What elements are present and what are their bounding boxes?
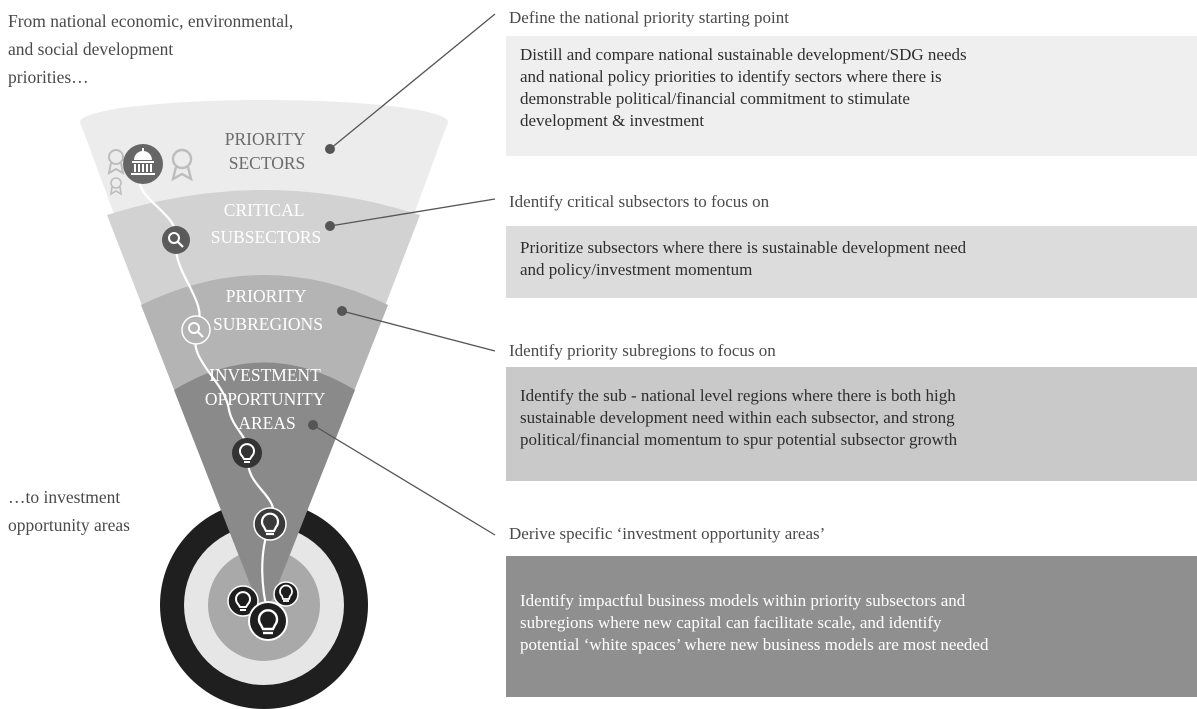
step-line: political/financial momentum to spur pot… xyxy=(520,430,958,449)
intro-line: From national economic, environmental, xyxy=(8,11,294,31)
connector-dot xyxy=(325,221,335,231)
intro-caption: From national economic, environmental, a… xyxy=(8,7,293,91)
connector-line xyxy=(329,13,496,150)
connector-line xyxy=(312,424,496,536)
label-line: SECTORS xyxy=(229,153,306,173)
funnel-level-top-rim xyxy=(80,100,448,144)
lightbulb-icon xyxy=(273,581,299,607)
step-line: sustainable development need within each… xyxy=(520,408,955,427)
level-label-priority-sectors: PRIORITY SECTORS xyxy=(225,129,309,173)
level-label-investment-areas: INVESTMENT OPPORTUNITY AREAS xyxy=(205,365,329,433)
outro-caption: …to investment opportunity areas xyxy=(8,483,130,539)
connector-dot xyxy=(308,420,318,430)
step-line: demonstrable political/financial commitm… xyxy=(520,89,910,108)
label-line: SUBSECTORS xyxy=(211,227,322,247)
step-line: potential ‘white spaces’ where new busin… xyxy=(520,635,989,654)
award-ribbon-icon xyxy=(109,177,123,196)
step-line: development & investment xyxy=(520,111,705,130)
award-ribbon-icon xyxy=(171,148,193,182)
step-2-box: Prioritize subsectors where there is sus… xyxy=(506,226,1197,298)
step-2-title: Identify critical subsectors to focus on xyxy=(509,192,770,211)
lightbulb-icon xyxy=(253,507,287,541)
level-label-priority-subregions: PRIORITY SUBREGIONS xyxy=(213,286,323,334)
lightbulb-icon xyxy=(248,601,288,641)
connector-dot xyxy=(325,144,335,154)
label-line: SUBREGIONS xyxy=(213,314,323,334)
lightbulb-icon xyxy=(232,438,262,468)
step-line: and national policy priorities to identi… xyxy=(520,67,942,86)
label-line: AREAS xyxy=(238,413,295,433)
connector-dot xyxy=(337,306,347,316)
lightbulb-icon xyxy=(227,585,259,617)
outro-line: opportunity areas xyxy=(8,515,130,535)
step-4-title: Derive specific ‘investment opportunity … xyxy=(509,524,826,543)
label-line: PRIORITY xyxy=(225,129,306,149)
label-line: OPPORTUNITY xyxy=(205,389,326,409)
step-line: and policy/investment momentum xyxy=(520,260,753,279)
award-ribbon-icon xyxy=(107,149,125,175)
step-line: Prioritize subsectors where there is sus… xyxy=(520,238,967,257)
step-line: Distill and compare national sustainable… xyxy=(520,45,967,64)
step-line: Identify the sub - national level region… xyxy=(520,386,956,405)
level-label-critical-subsectors: CRITICAL SUBSECTORS xyxy=(211,200,322,247)
step-1-box: Distill and compare national sustainable… xyxy=(506,36,1197,156)
label-line: PRIORITY xyxy=(226,286,307,306)
intro-line: priorities… xyxy=(8,67,89,87)
magnifier-icon xyxy=(181,315,211,345)
connector-line xyxy=(329,198,496,227)
label-line: CRITICAL xyxy=(224,200,304,220)
step-1-title: Define the national priority starting po… xyxy=(509,8,789,27)
step-line: subregions where new capital can facilit… xyxy=(520,613,942,632)
connector-line xyxy=(341,310,496,352)
intro-line: and social development xyxy=(8,39,174,59)
magnifier-icon xyxy=(162,226,190,254)
outro-line: …to investment xyxy=(8,487,121,507)
step-4-box: Identify impactful business models withi… xyxy=(506,556,1197,697)
step-3-box: Identify the sub - national level region… xyxy=(506,367,1197,481)
capitol-building-icon xyxy=(123,144,163,184)
step-line: Identify impactful business models withi… xyxy=(520,591,966,610)
step-3-title: Identify priority subregions to focus on xyxy=(509,341,776,360)
label-line: INVESTMENT xyxy=(209,365,321,385)
